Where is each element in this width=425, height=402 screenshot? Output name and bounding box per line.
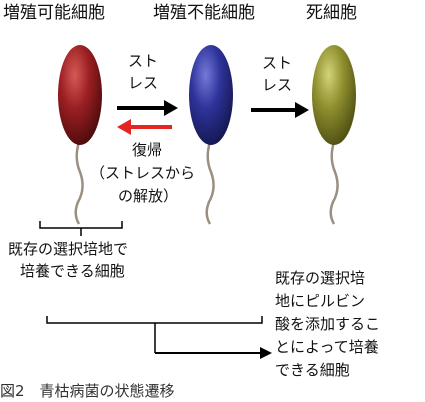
stress-label-1-line2: レス [128, 74, 159, 92]
dead-cell-label: 死細胞 [306, 3, 357, 23]
pyruvate-bracket [46, 316, 263, 324]
viable-cell-flagellum [74, 141, 84, 225]
dead-cell-body [312, 45, 356, 145]
viable-cell-body [58, 45, 102, 145]
stress-arrow-2 [251, 102, 309, 118]
recovery-label-line2: （ストレスから [90, 164, 196, 182]
viable-cell-label: 増殖可能細胞 [3, 3, 105, 23]
pyruvate-connector-arrowhead [260, 347, 272, 359]
existing-medium-label-line2: 培養できる細胞 [20, 262, 125, 280]
nonviable-cell-flagellum [205, 141, 215, 225]
pyruvate-medium-label-line4: とによって培養 [275, 338, 379, 356]
stress-label-2-line2: レス [262, 76, 293, 94]
existing-medium-bracket [39, 221, 123, 229]
viable-cell [58, 45, 102, 225]
dead-cell-flagellum [329, 141, 339, 225]
nonviable-cell-body [189, 45, 233, 145]
pyruvate-medium-label-line1: 既存の選択培 [275, 269, 366, 287]
nonviable-cell [189, 45, 233, 225]
stress-arrow-1 [117, 100, 178, 116]
dead-cell [312, 45, 356, 225]
recovery-label-line3: の解放） [118, 187, 179, 205]
recovery-arrow [117, 119, 172, 135]
pyruvate-medium-label-line3: 酸を添加するこ [275, 315, 381, 333]
pyruvate-medium-label-line5: できる細胞 [275, 361, 350, 379]
recovery-label-line1: 復帰 [132, 141, 163, 159]
stress-label-2-line1: スト [262, 54, 293, 72]
figure-caption: 図2 青枯病菌の状態遷移 [0, 382, 175, 400]
existing-medium-label-line1: 既存の選択培地で [8, 240, 129, 258]
stress-label-1-line1: スト [128, 52, 159, 70]
nonviable-cell-label: 増殖不能細胞 [153, 3, 255, 23]
pyruvate-medium-label-line2: 地にピルビン [275, 292, 366, 310]
